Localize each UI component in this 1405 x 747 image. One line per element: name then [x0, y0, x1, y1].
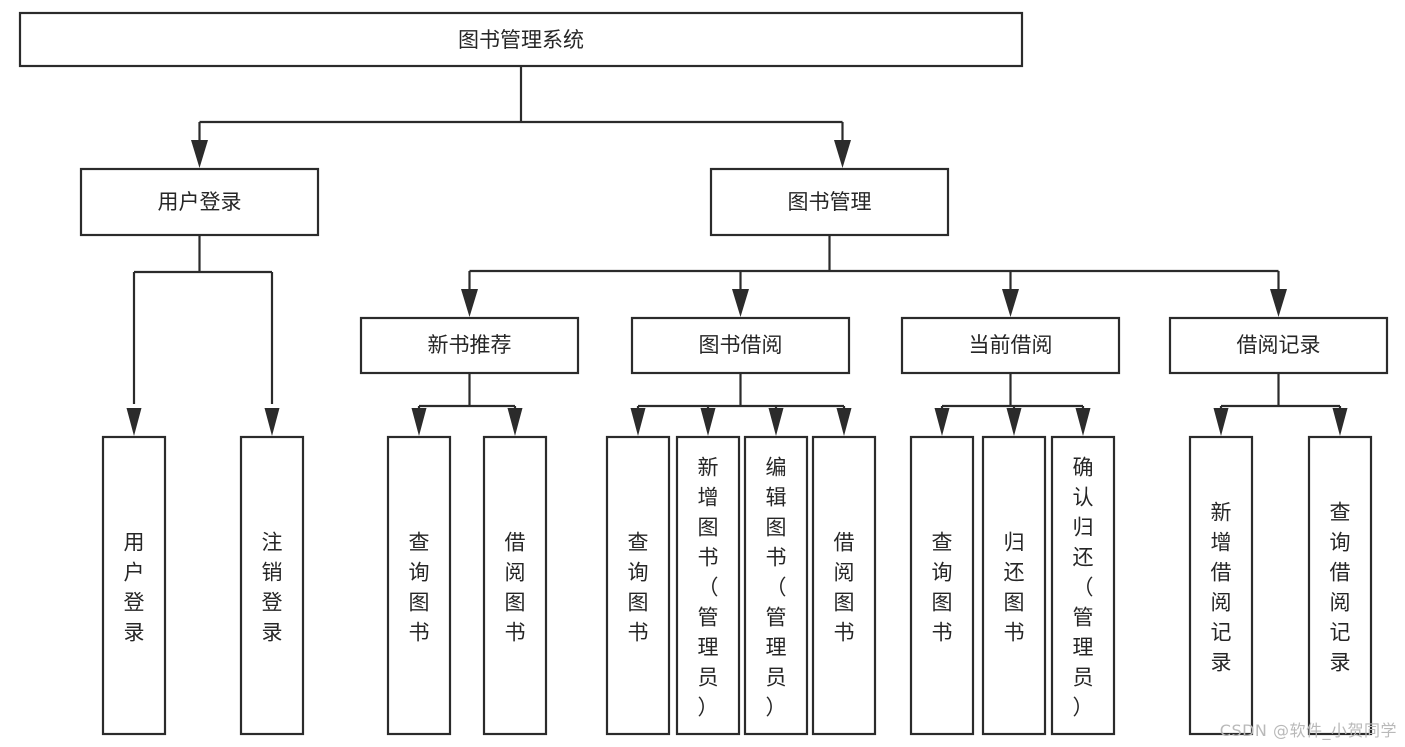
arrow-to-current-borrow — [1002, 289, 1019, 317]
arrow-to-borrow-record — [1270, 289, 1287, 317]
node-leaf-borrow-book-recommend-box[interactable] — [482, 435, 548, 736]
node-new-book-recommend[interactable]: 新书推荐 — [359, 316, 580, 375]
node-borrow-record-label: 借阅记录 — [1237, 333, 1321, 357]
arrow-to-leaf-query-borrow-record — [1332, 408, 1348, 436]
node-leaf-query-book-current[interactable]: 查询图书 — [909, 435, 975, 736]
node-new-book-recommend-box[interactable] — [359, 316, 580, 375]
node-current-borrow[interactable]: 当前借阅 — [900, 316, 1121, 375]
node-leaf-confirm-return[interactable]: 确认归还（管理员） — [1050, 435, 1116, 736]
node-book-manage-box[interactable] — [709, 167, 950, 237]
node-leaf-query-book-recommend[interactable]: 查询图书 — [386, 435, 452, 736]
connector-bookmanage-to-bus — [468, 235, 1280, 290]
node-leaf-query-book-current-label: 查询图书 — [932, 530, 953, 644]
node-leaf-add-book-label: 新增图书（管理员） — [698, 455, 719, 719]
connector-bookborrow-to-bus — [636, 373, 846, 412]
arrow-to-leaf-borrow-book-recommend — [507, 408, 523, 436]
arrow-to-leaf-add-book — [700, 408, 716, 436]
node-leaf-borrow-book-recommend-label: 借阅图书 — [505, 530, 526, 644]
arrow-to-leaf-add-borrow-record — [1213, 408, 1229, 436]
node-leaf-borrow-book[interactable]: 借阅图书 — [811, 435, 877, 736]
node-leaf-add-book[interactable]: 新增图书（管理员） — [675, 435, 741, 736]
arrow-to-leaf-query-book-recommend — [411, 408, 427, 436]
node-leaf-user-logout[interactable]: 注销登录 — [239, 435, 305, 736]
node-current-borrow-box[interactable] — [900, 316, 1121, 375]
node-book-borrow-label: 图书借阅 — [699, 333, 783, 357]
node-leaf-user-login-box[interactable] — [101, 435, 167, 736]
arrow-to-leaf-user-logout — [264, 408, 280, 436]
arrow-to-leaf-user-login — [126, 408, 142, 436]
node-leaf-edit-book-label: 编辑图书（管理员） — [766, 455, 787, 719]
node-leaf-borrow-book-recommend[interactable]: 借阅图书 — [482, 435, 548, 736]
node-leaf-query-book-borrow[interactable]: 查询图书 — [605, 435, 671, 736]
node-leaf-add-borrow-record[interactable]: 新增借阅记录 — [1188, 435, 1254, 736]
node-leaf-query-borrow-record-box[interactable] — [1307, 435, 1373, 736]
node-root-label: 图书管理系统 — [458, 28, 584, 52]
node-leaf-query-book-borrow-label: 查询图书 — [628, 530, 649, 644]
node-current-borrow-label: 当前借阅 — [969, 333, 1053, 357]
node-root-box[interactable] — [18, 11, 1024, 68]
node-leaf-add-borrow-record-label: 新增借阅记录 — [1211, 500, 1232, 674]
arrow-to-leaf-query-book-borrow — [630, 408, 646, 436]
node-leaf-user-login-label: 用户登录 — [124, 530, 145, 644]
arrow-to-new-book-recommend — [461, 289, 478, 317]
node-leaf-borrow-book-box[interactable] — [811, 435, 877, 736]
node-leaf-query-borrow-record-label: 查询借阅记录 — [1330, 500, 1351, 674]
node-borrow-record-box[interactable] — [1168, 316, 1389, 375]
node-leaf-query-borrow-record[interactable]: 查询借阅记录 — [1307, 435, 1373, 736]
node-leaf-user-login[interactable]: 用户登录 — [101, 435, 167, 736]
arrow-to-user-login — [191, 140, 208, 168]
connector-borrowrecord-to-bus — [1219, 373, 1342, 412]
node-leaf-return-book-label: 归还图书 — [1004, 530, 1025, 644]
node-user-login-box[interactable] — [79, 167, 320, 237]
node-leaf-return-book[interactable]: 归还图书 — [981, 435, 1047, 736]
node-leaf-query-book-borrow-box[interactable] — [605, 435, 671, 736]
node-leaf-confirm-return-box[interactable] — [1050, 435, 1116, 736]
arrow-to-leaf-confirm-return — [1075, 408, 1091, 436]
node-leaf-edit-book-box[interactable] — [743, 435, 809, 736]
node-leaf-user-logout-label: 注销登录 — [262, 530, 283, 644]
node-leaf-user-logout-box[interactable] — [239, 435, 305, 736]
node-leaf-query-book-recommend-box[interactable] — [386, 435, 452, 736]
connector-userlogin-to-bus — [132, 235, 274, 404]
arrow-to-book-manage — [834, 140, 851, 168]
connector-recommend-to-bus — [417, 373, 517, 412]
node-root[interactable]: 图书管理系统 — [18, 11, 1024, 68]
node-new-book-recommend-label: 新书推荐 — [428, 333, 512, 357]
node-user-login[interactable]: 用户登录 — [79, 167, 320, 237]
arrow-to-leaf-edit-book — [768, 408, 784, 436]
node-leaf-edit-book[interactable]: 编辑图书（管理员） — [743, 435, 809, 736]
node-leaf-return-book-box[interactable] — [981, 435, 1047, 736]
node-user-login-label: 用户登录 — [158, 190, 242, 214]
node-leaf-query-book-current-box[interactable] — [909, 435, 975, 736]
arrow-to-leaf-borrow-book — [836, 408, 852, 436]
arrow-to-book-borrow — [732, 289, 749, 317]
node-leaf-add-borrow-record-box[interactable] — [1188, 435, 1254, 736]
arrow-to-leaf-return-book — [1006, 408, 1022, 436]
arrow-to-leaf-query-book-current — [934, 408, 950, 436]
node-leaf-confirm-return-label: 确认归还（管理员） — [1073, 455, 1094, 719]
node-borrow-record[interactable]: 借阅记录 — [1168, 316, 1389, 375]
connector-root-to-bus — [198, 66, 844, 152]
node-book-borrow[interactable]: 图书借阅 — [630, 316, 851, 375]
node-leaf-add-book-box[interactable] — [675, 435, 741, 736]
node-book-manage[interactable]: 图书管理 — [709, 167, 950, 237]
node-leaf-borrow-book-label: 借阅图书 — [834, 530, 855, 644]
node-book-manage-label: 图书管理 — [788, 190, 872, 214]
node-book-borrow-box[interactable] — [630, 316, 851, 375]
node-layer: 图书管理系统 用户登录 图书管理 新书推荐 图书借阅 — [18, 11, 1389, 736]
csdn-watermark: CSDN @软件_小贺同学 — [1219, 721, 1397, 740]
connector-currentborrow-to-bus — [940, 373, 1085, 412]
connector-layer — [126, 66, 1348, 436]
node-leaf-query-book-recommend-label: 查询图书 — [409, 530, 430, 644]
